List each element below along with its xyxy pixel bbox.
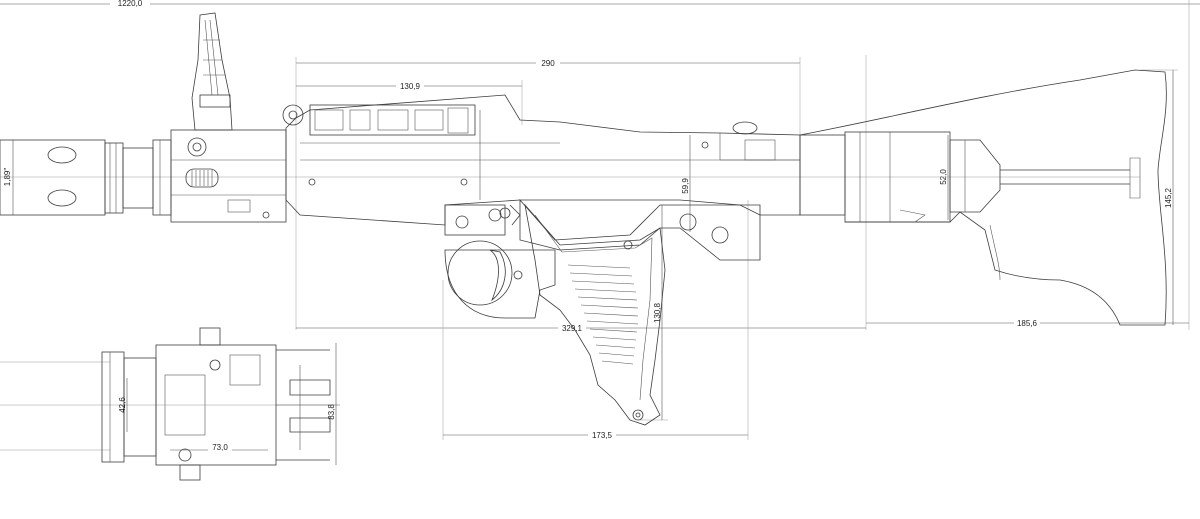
dim-barrel-diameter: 1,89" xyxy=(3,140,14,215)
dim-detail-height: 83,8 xyxy=(327,343,337,465)
label-top-cover: 130,9 xyxy=(400,82,421,91)
grip-serrations xyxy=(567,264,639,365)
front-sight xyxy=(191,12,233,131)
label-receiver-length: 290 xyxy=(541,59,555,68)
dim-receiver-height: 59,9 xyxy=(681,135,691,232)
label-detail-length: 73,0 xyxy=(212,443,228,452)
label-grip-height: 130,8 xyxy=(653,302,662,323)
dim-butt-height: 145,2 xyxy=(1140,69,1178,325)
dim-butt-diameter: 52,0 xyxy=(939,135,949,220)
buttstock xyxy=(799,69,1167,326)
label-detail-height: 83,8 xyxy=(327,404,336,420)
dim-top-cover: 130,9 xyxy=(296,80,523,125)
dim-overall-length: 1220,0 xyxy=(0,0,1200,330)
label-overall-length: 1220,0 xyxy=(118,0,143,8)
label-detail-diameter: 42,6 xyxy=(118,397,127,413)
dim-body-length: 329,1 xyxy=(296,323,866,333)
dim-detail-diameter: 42,6 xyxy=(118,378,128,432)
front-trunnion xyxy=(170,129,287,223)
receiver xyxy=(282,94,801,226)
weapon-side-view xyxy=(0,12,1167,426)
dim-grip-length: 173,5 xyxy=(442,200,749,440)
label-receiver-height: 59,9 xyxy=(681,178,690,194)
pistol-grip xyxy=(524,203,666,426)
trigger-guard xyxy=(444,240,556,319)
trigger-housing xyxy=(444,198,761,261)
dim-detail-length: 73,0 xyxy=(170,442,268,452)
dim-receiver-length: 290 xyxy=(295,57,801,330)
muzzle xyxy=(0,139,172,216)
label-body-length: 329,1 xyxy=(562,324,583,333)
label-butt-diameter: 52,0 xyxy=(939,169,948,185)
dim-butt-length: 185,6 xyxy=(865,55,1189,330)
label-butt-length: 185,6 xyxy=(1017,319,1038,328)
detail-view: 73,0 83,8 42,6 xyxy=(0,327,340,481)
label-grip-length: 173,5 xyxy=(592,431,613,440)
dim-grip-height: 130,8 xyxy=(640,205,668,421)
label-butt-height: 145,2 xyxy=(1164,187,1173,208)
